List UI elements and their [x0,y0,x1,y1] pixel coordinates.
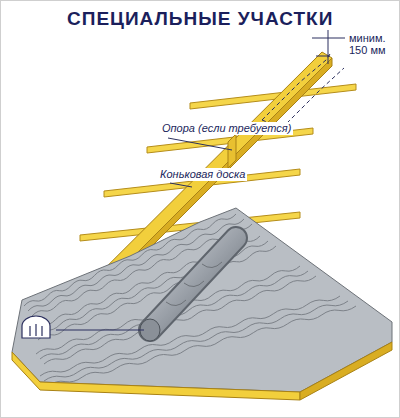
corrugation [38,246,276,340]
corrugation [30,236,260,330]
diagram-title: СПЕЦИАЛЬНЫЕ УЧАСТКИ [67,8,333,30]
dimension-label: миним. 150 мм [348,32,396,56]
corrugation [48,306,356,386]
part-label: Опора (если требуется) [160,122,293,135]
corrugation [40,296,340,376]
corrugation [44,301,348,381]
part-label: Коньковая доска [158,168,247,181]
